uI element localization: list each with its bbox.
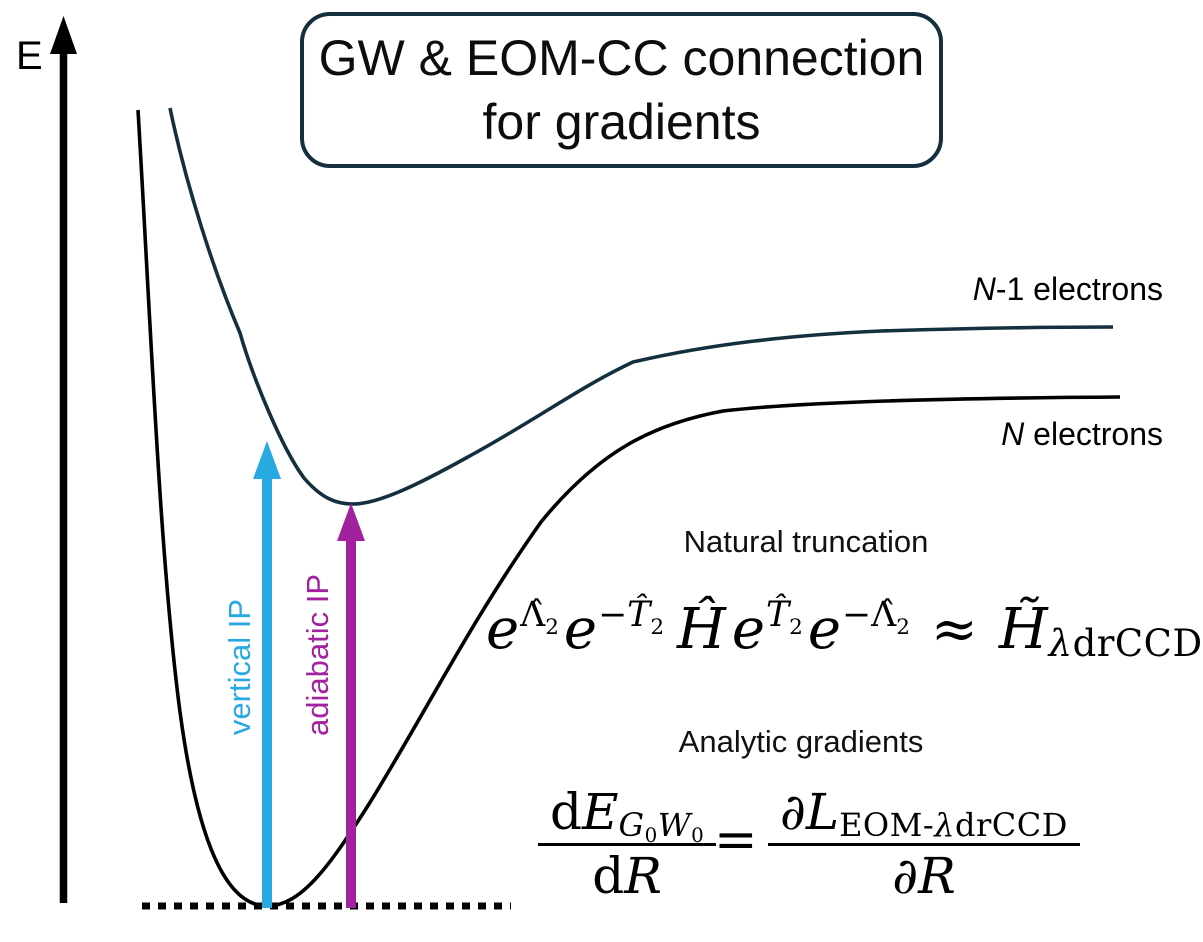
- eq1-term-2: e−T̂2: [563, 595, 665, 662]
- n-label-rest: electrons: [1024, 416, 1163, 452]
- eq1-hamiltonian: Ĥ: [677, 597, 727, 662]
- n-minus-1-electrons-curve: [168, 107, 1114, 506]
- eq1-term-1: eΛ̂2: [486, 595, 559, 662]
- rhs-denominator: ∂R: [768, 843, 1080, 904]
- vertical-ip-label: vertical IP: [222, 598, 257, 736]
- lhs-numerator: dEG0W0: [550, 783, 705, 848]
- title-line-2: for gradients: [482, 94, 761, 150]
- energy-axis-label: E: [16, 34, 43, 78]
- n-minus-1-electrons-label: N-1 electrons: [930, 271, 1163, 308]
- eq1-term-3: eT̂2: [731, 595, 803, 662]
- equals-sign: =: [714, 810, 758, 870]
- eq1-term-4: e−Λ̂2: [807, 595, 910, 662]
- title-line-1: GW & EOM-CC connection: [318, 30, 925, 86]
- n-label-italic: N: [1001, 416, 1025, 452]
- adiabatic-ip-arrowhead: [337, 503, 365, 541]
- gradient-lhs-fraction: dEG0W0 dR: [538, 783, 717, 904]
- eq1-rhs: H̃λdrCCD: [998, 597, 1203, 666]
- title-box: GW & EOM-CC connection for gradients: [300, 12, 943, 168]
- n-minus-1-label-rest: -1 electrons: [995, 271, 1163, 307]
- n-minus-1-label-italic: N: [972, 271, 996, 307]
- rhs-numerator: ∂LEOM-λdrCCD: [780, 783, 1068, 845]
- adiabatic-ip-label: adiabatic IP: [300, 574, 335, 736]
- vertical-ip-arrowhead: [253, 441, 281, 479]
- analytic-gradients-heading: Analytic gradients: [678, 724, 924, 759]
- approx-symbol: ≈: [930, 597, 979, 662]
- energy-axis-arrowhead: [50, 16, 77, 54]
- n-electrons-curve: [136, 109, 1121, 908]
- lhs-denominator: dR: [538, 843, 717, 904]
- natural-truncation-heading: Natural truncation: [683, 524, 929, 559]
- gradient-rhs-fraction: ∂LEOM-λdrCCD ∂R: [768, 783, 1080, 904]
- n-electrons-label: N electrons: [930, 416, 1163, 453]
